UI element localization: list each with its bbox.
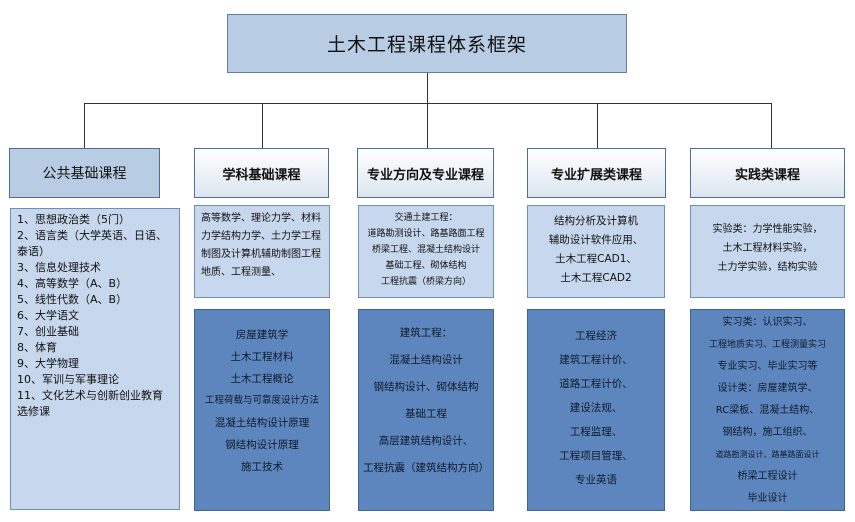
list-item: 混凝土结构设计: [389, 354, 463, 366]
list-item: 房屋建筑学: [235, 329, 289, 341]
list-item: 专业英语: [575, 474, 617, 486]
list-item: 设计类：房屋建筑学、: [717, 383, 818, 394]
discipline-bottom-box: 房屋建筑学 土木工程材料 土木工程概论 工程荷载与可靠度设计方法 混凝土结构设计…: [194, 309, 330, 511]
list-item: 5、线性代数（A、B）: [17, 293, 128, 306]
list-item: 道路勘测设计、路基路面设计: [715, 450, 820, 459]
practice-bottom-box: 实习类：认识实习、 工程地质实习、工程测量实习 专业实习、毕业实习等 设计类：房…: [690, 309, 845, 511]
list-item: 道路工程计价、: [559, 378, 633, 390]
list-item: 混凝土结构设计原理: [214, 417, 310, 429]
list-item: 土木工程材料实验，: [722, 243, 813, 254]
list-item: 土木工程CAD1、: [555, 253, 637, 265]
list-item: 工程监理、: [569, 426, 623, 438]
list-item: 工程抗震（桥梁方向）: [380, 277, 471, 287]
list-item: 钢结构设计、砌体结构: [373, 381, 479, 393]
extension-bottom-box: 工程经济 建筑工程计价、 道路工程计价、 建设法规、 工程监理、 工程项目管理、…: [527, 309, 665, 511]
list-item: 建设法规、: [569, 402, 623, 414]
list-item: 10、军训与军事理论: [17, 373, 119, 386]
list-item: 桥梁工程设计: [737, 471, 798, 482]
list-item: 土力学实验，结构实验: [717, 262, 818, 273]
column-header-discipline: 学科基础课程: [194, 148, 329, 198]
list-item: 土木工程概论: [230, 373, 294, 385]
list-item: 实习类：认识实习、: [722, 317, 813, 328]
list-item: 工程地质实习、工程测量实习: [708, 340, 826, 350]
list-item: 施工技术: [241, 461, 283, 473]
list-item: 钢结构设计原理: [225, 439, 299, 451]
column-header-public: 公共基础课程: [9, 148, 160, 198]
list-item: 工程经济: [575, 330, 617, 342]
list-item: 高层建筑结构设计、: [378, 435, 474, 447]
list-item: 建筑工程计价、: [559, 354, 633, 366]
connector-trunk: [427, 73, 428, 103]
list-item: 7、创业基础: [17, 325, 79, 338]
column-header-specialty: 专业方向及专业课程: [357, 148, 494, 198]
list-item: 道路勘测设计、路基路面工程: [367, 229, 485, 239]
practice-top-box: 实验类：力学性能实验， 土木工程材料实验， 土力学实验，结构实验: [690, 205, 845, 298]
diagram-title: 土木工程课程体系框架: [227, 14, 627, 73]
column-header-extension: 专业扩展类课程: [527, 148, 666, 198]
list-item: 结构分析及计算机: [554, 215, 638, 227]
list-item: 基础工程: [405, 408, 447, 420]
connector-drop-4: [597, 103, 598, 148]
list-item: 8、体育: [17, 341, 57, 354]
connector-drop-3: [427, 103, 428, 148]
specialty-top-box: 交通土建工程： 道路勘测设计、路基路面工程 桥梁工程、混凝土结构设计 基础工程、…: [358, 205, 494, 298]
list-item: 建筑工程：: [399, 327, 453, 339]
public-course-list: 1、思想政治类（5门） 2、语言类（大学英语、日语、泰语） 3、信息处理技术 4…: [10, 208, 180, 510]
discipline-top-text: 高等数学、理论力学、材料力学结构力学、土力学工程制图及计算机辅助制图工程地质、工…: [201, 213, 321, 278]
connector-drop-1: [84, 103, 85, 148]
list-item: 4、高等数学（A、B）: [17, 277, 128, 290]
list-item: 工程抗震（建筑结构方向）: [363, 462, 489, 474]
connector-drop-5: [771, 103, 772, 148]
list-item: 9、大学物理: [17, 357, 79, 370]
list-item: 土木工程材料: [230, 351, 294, 363]
discipline-top-box: 高等数学、理论力学、材料力学结构力学、土力学工程制图及计算机辅助制图工程地质、工…: [194, 205, 330, 298]
list-item: 2、语言类（大学英语、日语、泰语）: [17, 229, 167, 258]
list-item: 基础工程、砌体结构: [385, 261, 467, 271]
list-item: 交通土建工程：: [394, 213, 458, 223]
list-item: 毕业设计: [747, 493, 788, 504]
list-item: 辅助设计软件应用、: [548, 234, 644, 246]
list-item: 6、大学语文: [17, 309, 79, 322]
list-item: 钢结构，施工组织、: [722, 427, 813, 438]
list-item: 工程项目管理、: [559, 450, 633, 462]
list-item: 实验类：力学性能实验，: [712, 224, 823, 235]
connector-drop-2: [262, 103, 263, 148]
list-item: 桥梁工程、混凝土结构设计: [371, 245, 480, 255]
list-item: 土木工程CAD2: [560, 272, 632, 284]
list-item: 专业实习、毕业实习等: [717, 361, 818, 372]
list-item: RC梁板、混凝土结构、: [715, 405, 820, 416]
list-item: 11、文化艺术与创新创业教育选修课: [17, 389, 163, 418]
list-item: 1、思想政治类（5门）: [17, 213, 130, 226]
list-item: 工程荷载与可靠度设计方法: [204, 395, 319, 406]
column-header-practice: 实践类课程: [690, 148, 845, 198]
extension-top-box: 结构分析及计算机 辅助设计软件应用、 土木工程CAD1、 土木工程CAD2: [527, 205, 665, 298]
specialty-bottom-box: 建筑工程： 混凝土结构设计 钢结构设计、砌体结构 基础工程 高层建筑结构设计、 …: [358, 309, 494, 511]
list-item: 3、信息处理技术: [17, 261, 101, 274]
